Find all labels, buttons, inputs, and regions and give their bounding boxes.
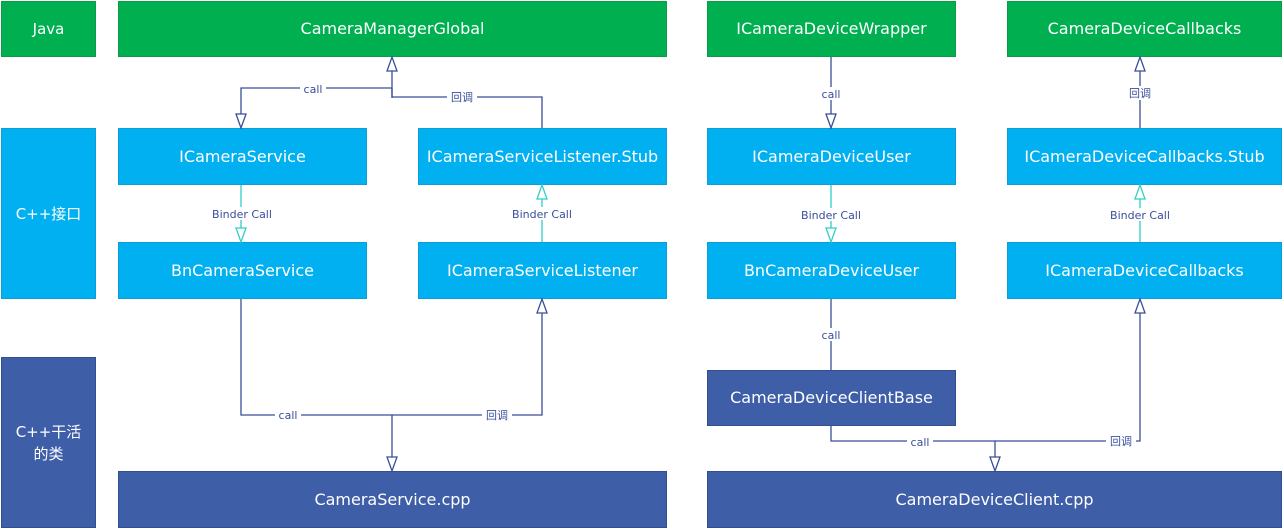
label-call-1: call <box>304 83 323 96</box>
icamera-service-listener-box: ICameraServiceListener <box>418 242 667 299</box>
camera-service-cpp-box: CameraService.cpp <box>118 471 667 528</box>
camera-device-callbacks-box: CameraDeviceCallbacks <box>1007 1 1282 57</box>
label-callback-1: 回调 <box>451 91 473 104</box>
arrowhead-callbacks <box>1134 55 1146 72</box>
layer-cpp-worker: C++干活 的类 <box>1 357 96 528</box>
layer-cpp-interface: C++接口 <box>1 128 96 299</box>
arrowhead-binder-callbacks-stub <box>1134 183 1146 200</box>
arrowhead-icameraservice <box>235 113 247 130</box>
label-binder-call-4: Binder Call <box>1110 209 1170 222</box>
camera-device-client-base-box: CameraDeviceClientBase <box>707 370 956 426</box>
icamera-device-wrapper-box: ICameraDeviceWrapper <box>707 1 956 57</box>
edge-client-to-icallbacks <box>995 313 1141 442</box>
icamera-device-user-box: ICameraDeviceUser <box>707 128 956 185</box>
label-callback-3: 回调 <box>1129 87 1151 100</box>
icamera-device-callbacks-box: ICameraDeviceCallbacks <box>1007 242 1282 299</box>
arrowhead-icallbacks <box>1134 297 1146 314</box>
edge-cameraservice-to-listener <box>392 313 543 416</box>
arrowhead-binder-stub <box>536 183 548 200</box>
arrowhead-listener <box>536 297 548 314</box>
label-call-3: call <box>822 88 841 101</box>
camera-manager-global-box: CameraManagerGlobal <box>118 1 667 57</box>
label-binder-call-1: Binder Call <box>212 208 272 221</box>
label-callback-2: 回调 <box>486 409 508 422</box>
bn-camera-service-box: BnCameraService <box>118 242 367 299</box>
label-callback-4: 回调 <box>1110 435 1132 448</box>
label-binder-call-2: Binder Call <box>512 208 572 221</box>
edge-bn-to-cameraservice <box>240 299 393 457</box>
camera-device-client-cpp-box: CameraDeviceClient.cpp <box>707 471 1282 528</box>
label-binder-call-3: Binder Call <box>801 209 861 222</box>
label-call-5: call <box>911 436 930 449</box>
label-call-2: call <box>279 409 298 422</box>
arrowhead-cmg <box>386 55 398 72</box>
icamera-service-listener-stub-box: ICameraServiceListener.Stub <box>418 128 667 185</box>
bn-camera-device-user-box: BnCameraDeviceUser <box>707 242 956 299</box>
arrowhead-binder-bndeviceuser <box>825 227 837 244</box>
layer-java: Java <box>1 1 96 57</box>
arrowhead-client-cpp <box>989 456 1001 473</box>
arrowhead-deviceuser <box>825 113 837 130</box>
label-call-4: call <box>822 329 841 342</box>
arrowhead-cameraservice-cpp <box>386 456 398 473</box>
icamera-service-box: ICameraService <box>118 128 367 185</box>
icamera-device-callbacks-stub-box: ICameraDeviceCallbacks.Stub <box>1007 128 1282 185</box>
arrowhead-binder-bncameraservice <box>235 227 247 244</box>
